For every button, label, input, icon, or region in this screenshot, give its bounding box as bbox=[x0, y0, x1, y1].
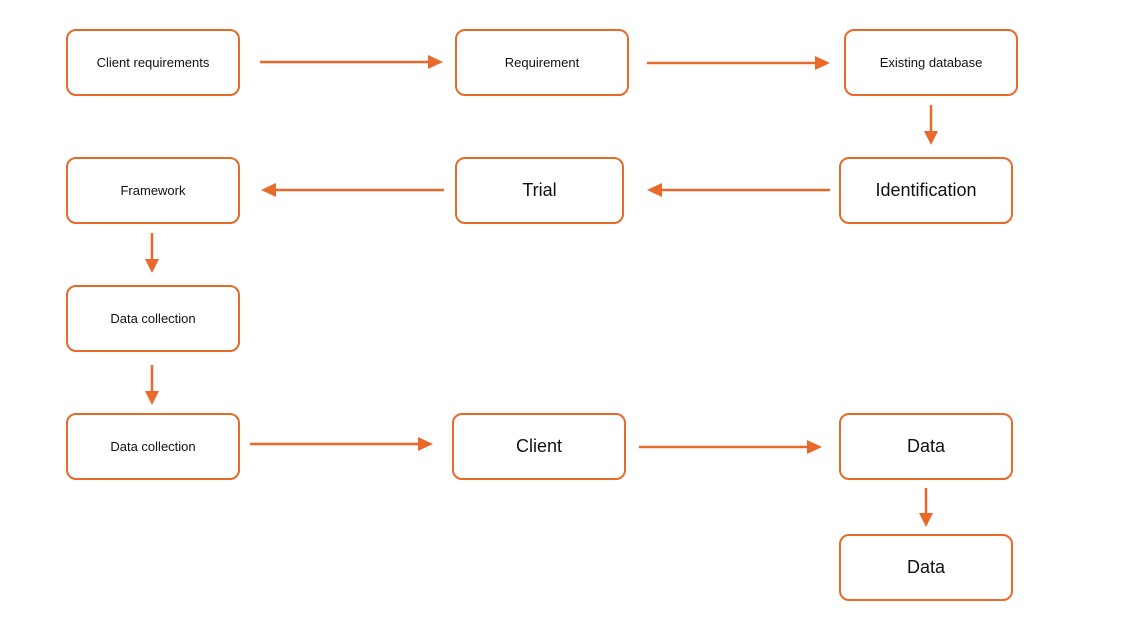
arrow-data-1-to-data-2 bbox=[919, 488, 933, 527]
node-data-collection-1: Data collection bbox=[66, 285, 240, 352]
arrow-requirement-to-existing-database bbox=[647, 56, 830, 70]
node-data-1: Data bbox=[839, 413, 1013, 480]
node-client: Client bbox=[452, 413, 626, 480]
node-requirement: Requirement bbox=[455, 29, 629, 96]
node-data-collection-2: Data collection bbox=[66, 413, 240, 480]
arrow-client-requirements-to-requirement bbox=[260, 55, 443, 69]
node-trial: Trial bbox=[455, 157, 624, 224]
node-data-2: Data bbox=[839, 534, 1013, 601]
arrow-client-to-data-1 bbox=[639, 440, 822, 454]
arrow-identification-to-trial bbox=[647, 183, 830, 197]
arrow-existing-database-to-identification bbox=[924, 105, 938, 145]
arrow-data-collection-2-to-client bbox=[250, 437, 433, 451]
node-client-requirements: Client requirements bbox=[66, 29, 240, 96]
arrow-data-collection-1-to-data-collection-2 bbox=[145, 365, 159, 405]
node-existing-database: Existing database bbox=[844, 29, 1018, 96]
arrow-framework-to-data-collection-1 bbox=[145, 233, 159, 273]
node-identification: Identification bbox=[839, 157, 1013, 224]
arrow-trial-to-framework bbox=[261, 183, 444, 197]
node-framework: Framework bbox=[66, 157, 240, 224]
